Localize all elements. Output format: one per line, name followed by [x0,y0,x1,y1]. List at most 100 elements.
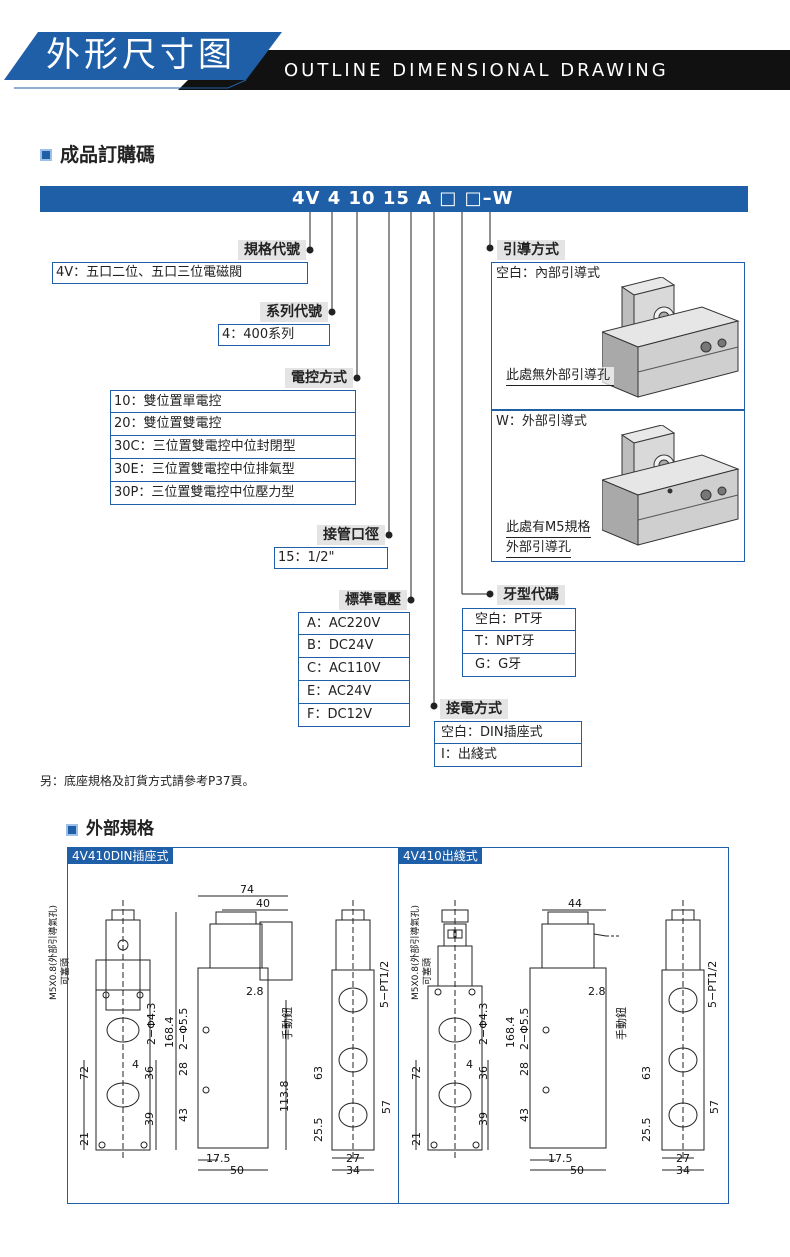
dim-pt12a: 5−PT1/2 [378,960,391,1008]
drawing-din-side [175,895,293,1171]
dim-phi43-b: 2−Φ4.3 [477,1002,490,1045]
panel-label-lead: 4V410出綫式 [399,848,482,864]
option-control-30e: 30E：三位置雙電控中位排氣型 [110,459,356,482]
dim-manual-b: 手動鈕 [615,1007,628,1040]
valve-internal-pilot-illustration [602,277,740,398]
dim-h63a: 63 [312,1066,325,1080]
group-label-port: 接管口徑 [317,525,385,545]
dim-w50a: 50 [230,1164,244,1177]
dim-w27-b: 27 [676,1152,690,1165]
dim-h57a: 57 [380,1100,393,1114]
option-voltage-f: F：DC12V [298,704,410,727]
dim-h72-b: 72 [410,1066,423,1080]
option-thread-g: G：G牙 [462,654,576,677]
option-spec-4v: 4V：五口二位、五口三位電磁閥 [52,262,308,284]
dim-h63-b: 63 [640,1066,653,1080]
group-label-pilot: 引導方式 [497,240,565,260]
option-wiring-din: 空白：DIN插座式 [434,721,582,744]
option-voltage-a: A：AC220V [298,612,410,635]
dim-plug: 可塞頭 [61,957,71,985]
pilot-internal-note: 此處無外部引導孔 [506,367,615,386]
dim-plug-b: 可塞頭 [423,957,433,985]
dim-phi55-b: 2−Φ5.5 [518,1007,531,1050]
pilot-external-note-2: 外部引導孔 [506,539,572,558]
option-control-20: 20：雙位置雙電控 [110,413,356,436]
dim-d28a: 2.8 [246,985,264,998]
dim-h21-b: 21 [410,1132,423,1146]
section-marker-icon [40,149,52,161]
spec-section-title: 外部規格 [86,819,154,839]
dim-h57-b: 57 [708,1100,721,1114]
pilot-internal-box: 空白：內部引導式 此處無外部引導孔 [491,262,745,410]
group-label-thread: 牙型代碼 [497,585,565,605]
dim-w175a: 17.5 [206,1152,231,1165]
option-list-thread: 空白：PT牙 T：NPT牙 G：G牙 [462,608,576,677]
dim-h255-b: 25.5 [640,1117,653,1143]
dim-w34-b: 34 [676,1164,690,1177]
group-label-series: 系列代號 [260,302,328,322]
order-code-connectors [306,212,494,710]
group-label-control: 電控方式 [285,368,353,388]
group-label-voltage: 標準電壓 [339,590,407,610]
dim-h43a: 43 [177,1108,190,1122]
order-section-title: 成品訂購碼 [60,144,156,166]
option-wiring-lead: I：出綫式 [434,744,582,767]
valve-external-pilot-illustration [602,425,740,546]
spec-panel-divider [398,847,399,1204]
dim-w34a: 34 [346,1164,360,1177]
dim-d44: 44 [568,897,582,910]
dim-w27a: 27 [346,1152,360,1165]
drawing-lead-end [661,900,705,1171]
header-title-cn: 外形尺寸图 [46,35,236,75]
dim-w50-b: 50 [570,1164,584,1177]
option-list-wiring: 空白：DIN插座式 I：出綫式 [434,721,582,767]
dim-d74: 74 [240,883,254,896]
section-marker-icon [66,824,78,836]
dim-w175-b: 17.5 [548,1152,573,1165]
dim-m5: M5X0.8(外部引導氣孔) [49,905,59,1000]
option-list-control: 10：雙位置單電控 20：雙位置雙電控 30C：三位置雙電控中位封閉型 30E：… [110,390,356,505]
dim-pt12-b: 5−PT1/2 [706,960,719,1008]
option-list-voltage: A：AC220V B：DC24V C：AC110V E：AC24V F：DC12… [298,612,410,727]
option-control-30c: 30C：三位置雙電控中位封閉型 [110,436,356,459]
dim-h255a: 25.5 [312,1117,325,1143]
dim-d28b: 2.8 [588,985,606,998]
header-title-en: OUTLINE DIMENSIONAL DRAWING [284,60,669,81]
dim-h43-b: 43 [518,1108,531,1122]
option-control-30p: 30P：三位置雙電控中位壓力型 [110,482,356,505]
drawing-lead-side [529,909,620,1171]
option-control-10: 10：雙位置單電控 [110,390,356,413]
pilot-external-note-1: 此處有M5規格 [506,519,591,538]
order-footnote: 另：底座規格及訂貨方式請參考P37頁。 [40,774,255,788]
dim-h72: 72 [78,1066,91,1080]
drawing-din-end [331,900,375,1171]
pilot-external-box: W：外部引導式 此處有M5規格 外部引導孔 [491,410,745,562]
drawing-din-front [83,900,157,1160]
order-code-bar [40,186,748,212]
option-thread-npt: T：NPT牙 [462,631,576,654]
dim-h4: 4 [132,1058,139,1071]
group-label-spec: 規格代號 [238,240,306,260]
dim-d40: 40 [256,897,270,910]
header-banner: 外形尺寸图 OUTLINE DIMENSIONAL DRAWING [0,28,790,90]
option-voltage-c: C：AC110V [298,658,410,681]
dim-phi55: 2−Φ5.5 [177,1007,190,1050]
dim-h1684-b: 168.4 [504,1016,517,1049]
dim-phi43: 2−Φ4.3 [145,1002,158,1045]
option-pilot-internal: 空白：內部引導式 [496,266,601,281]
dim-h4-b: 4 [466,1058,473,1071]
dim-h1684: 168.4 [163,1016,176,1049]
dim-h28a: 28 [177,1062,190,1076]
header-graphic [4,32,790,90]
dim-h1138: 113.8 [278,1080,291,1113]
dim-h21: 21 [78,1132,91,1146]
dim-h39-b: 39 [477,1112,490,1126]
option-voltage-e: E：AC24V [298,681,410,704]
option-series-4: 4：400系列 [218,324,330,346]
dim-h36-b: 36 [477,1066,490,1080]
dim-manual-a: 手動鈕 [281,1007,294,1040]
panel-label-din: 4V410DIN插座式 [68,848,173,864]
option-pilot-external: W：外部引導式 [496,414,587,429]
dim-h36: 36 [143,1066,156,1080]
dim-h28-b: 28 [518,1062,531,1076]
